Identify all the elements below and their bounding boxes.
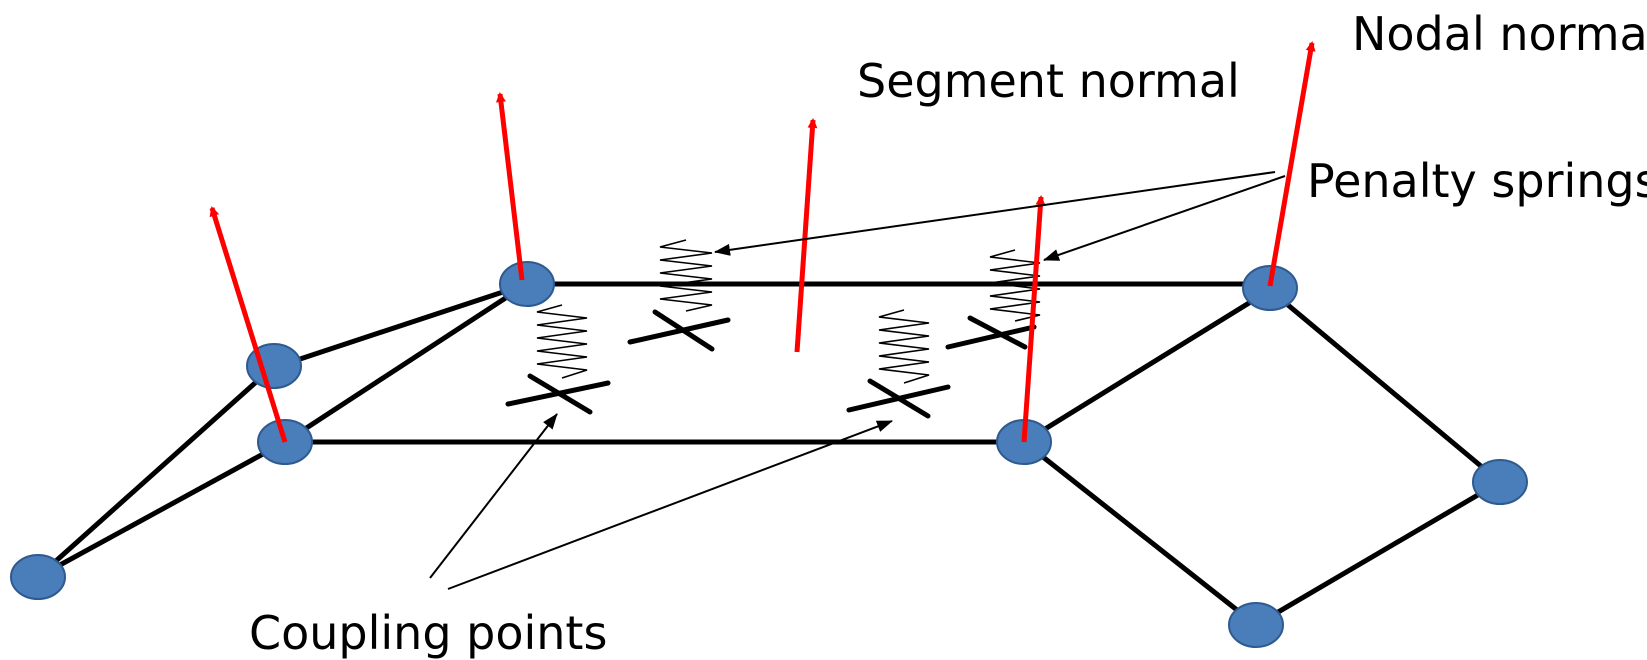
edge xyxy=(285,281,530,366)
coupling-cross xyxy=(652,309,715,352)
coupling-cross xyxy=(527,373,593,415)
spring-zigzag xyxy=(536,304,588,379)
coupling-cross xyxy=(967,315,1028,350)
penalty-springs-label: Penalty springs xyxy=(1307,154,1647,208)
segment-normal-arrow xyxy=(794,118,818,353)
edge xyxy=(1267,287,1503,485)
coupling-points-pointer xyxy=(447,420,893,590)
edge xyxy=(1253,479,1503,628)
mesh-edges xyxy=(35,281,1503,628)
coupling-cross xyxy=(627,317,731,345)
coupling-points xyxy=(505,309,1037,419)
penalty-springs xyxy=(536,239,1041,384)
node xyxy=(1472,459,1528,505)
coupling-cross xyxy=(867,378,931,419)
node xyxy=(10,554,66,600)
coupling-cross xyxy=(945,324,1037,350)
penalty-springs-pointer xyxy=(1043,175,1286,261)
segment-normal-label: Segment normal xyxy=(857,54,1240,108)
annotation-pointers xyxy=(429,171,1286,590)
coupling-points-pointer xyxy=(429,413,558,579)
spring-zigzag xyxy=(989,249,1041,322)
nodal-normal-arrow xyxy=(495,92,525,281)
spring-zigzag xyxy=(659,239,713,312)
node xyxy=(246,343,302,389)
mesh-nodes xyxy=(10,261,1528,648)
spring-zigzag xyxy=(878,309,930,384)
edge xyxy=(35,363,277,580)
edge xyxy=(35,439,288,580)
nodal-normal-arrow xyxy=(1267,41,1316,287)
edge xyxy=(1021,439,1259,628)
penalty-springs-pointer xyxy=(714,171,1276,256)
nodal-normal-arrow xyxy=(209,206,288,443)
coupling-points-label: Coupling points xyxy=(249,606,608,660)
edge xyxy=(1021,287,1273,445)
nodal-normal-arrow xyxy=(1021,195,1046,443)
nodal-normal-label: Nodal normal xyxy=(1352,7,1647,61)
edge xyxy=(282,281,530,445)
node xyxy=(1228,602,1284,648)
node xyxy=(499,261,555,307)
node xyxy=(1242,265,1298,311)
normal-arrows xyxy=(209,41,1316,443)
